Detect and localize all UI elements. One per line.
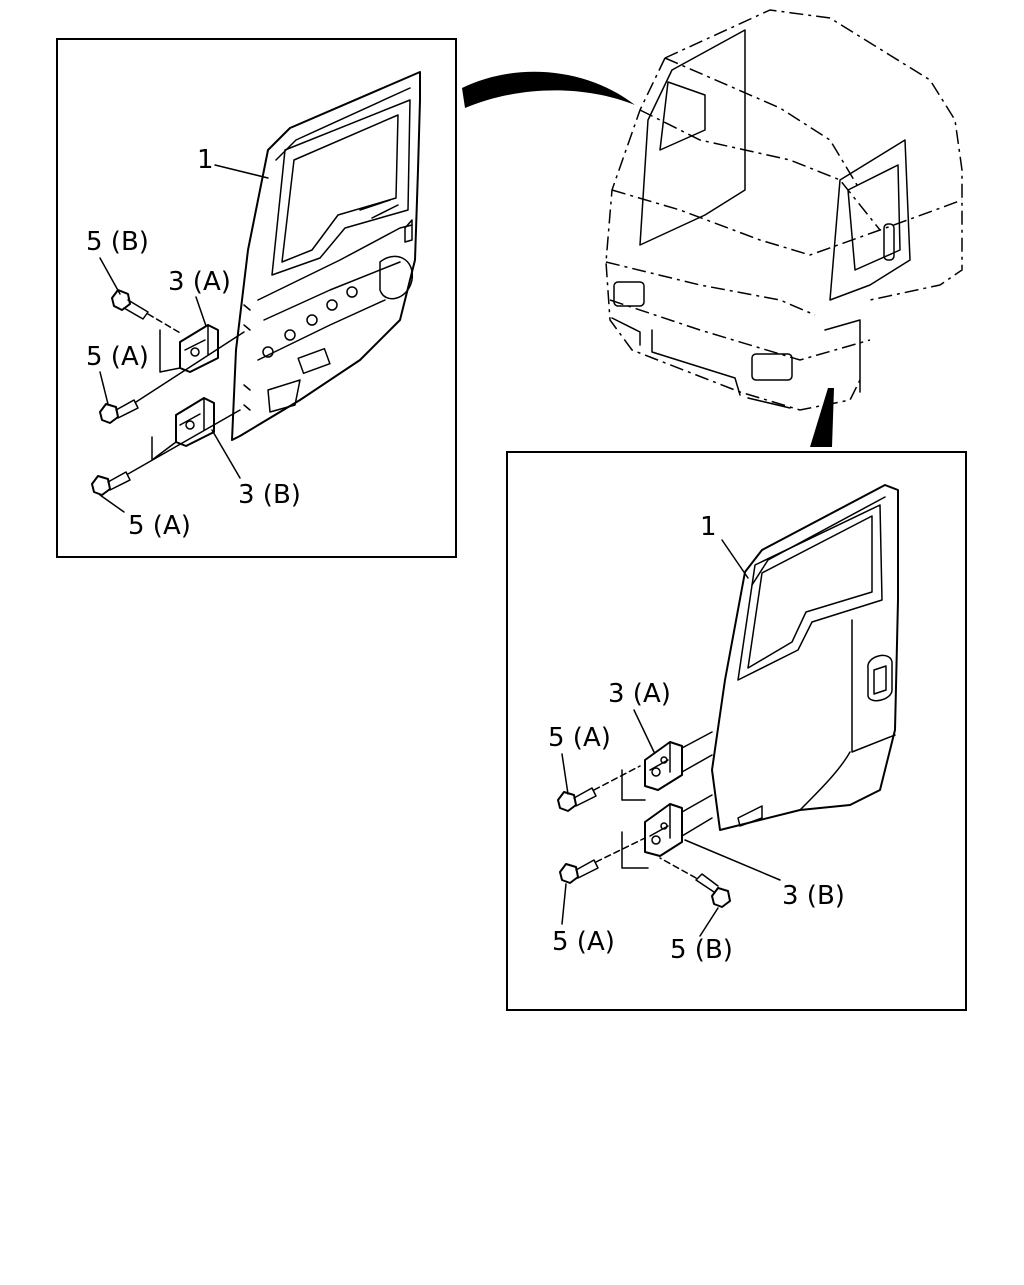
pointer-arrow-right — [810, 388, 834, 447]
leader-left-hinge-lower — [211, 429, 241, 479]
hinge-upper-right — [621, 731, 713, 801]
label-left-hinge-lower: 3 (B) — [238, 480, 301, 510]
inset-frame-right — [506, 451, 967, 1011]
label-left-door: 1 — [197, 145, 214, 175]
label-right-hinge-lower: 3 (B) — [782, 881, 845, 911]
label-left-bolt-mid: 5 (A) — [86, 342, 149, 372]
door-exterior-view — [711, 484, 899, 831]
bolt-5a-left-mid — [99, 331, 245, 424]
door-interior-view — [231, 71, 421, 441]
leader-left-hinge-upper — [195, 296, 207, 327]
leader-right-bolt-lower — [561, 883, 567, 925]
label-right-bolt-b: 5 (B) — [670, 935, 733, 965]
pointer-arrow-left — [462, 71, 635, 108]
label-left-bolt-top: 5 (B) — [86, 227, 149, 257]
label-left-hinge-upper: 3 (A) — [168, 267, 231, 297]
leader-right-door — [721, 539, 749, 579]
label-right-hinge-upper: 3 (A) — [608, 679, 671, 709]
bolt-5a-right-lower — [559, 837, 646, 884]
hinge-lower-left — [151, 397, 215, 461]
leader-right-hinge-lower — [684, 839, 781, 881]
leader-left-bolt-mid — [99, 371, 109, 405]
bolt-5b-right — [659, 857, 731, 908]
leader-left-bolt-low — [99, 494, 125, 513]
label-left-bolt-low: 5 (A) — [128, 511, 191, 541]
truck-cab-illustration — [605, 9, 963, 411]
label-right-door: 1 — [700, 512, 717, 542]
hinge-upper-left — [159, 324, 219, 373]
bolt-5a-left-low — [91, 409, 241, 496]
bolt-5a-right-upper — [557, 765, 641, 812]
leader-right-hinge-upper — [633, 709, 655, 753]
leader-left-door — [214, 164, 269, 179]
leader-left-bolt-top — [99, 257, 121, 295]
leader-right-bolt-b — [699, 907, 719, 937]
hinge-lower-right — [621, 794, 713, 869]
label-right-bolt-upper: 5 (A) — [548, 723, 611, 753]
leader-right-bolt-upper — [561, 753, 569, 795]
label-right-bolt-lower: 5 (A) — [552, 927, 615, 957]
inset-frame-left — [56, 38, 457, 558]
